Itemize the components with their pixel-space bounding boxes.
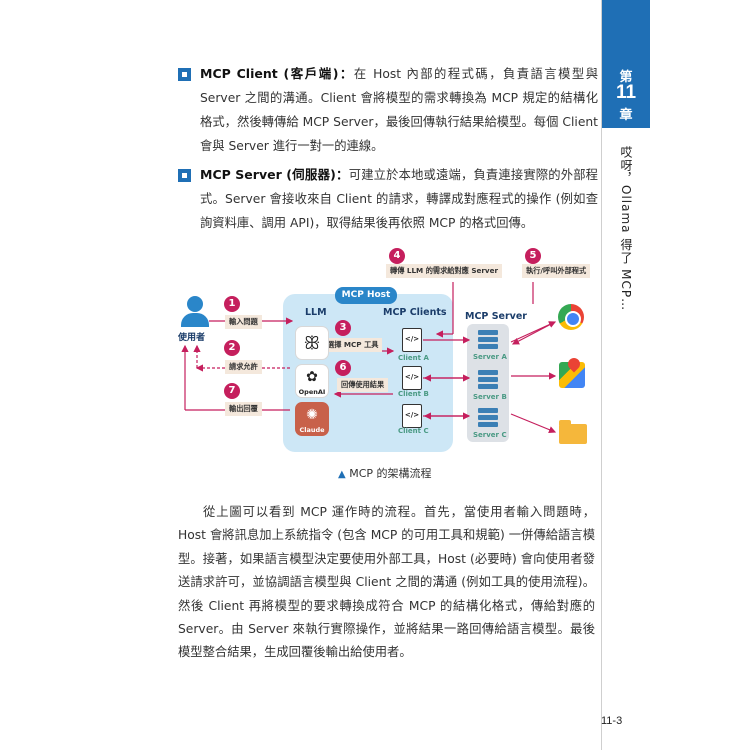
claude-model-icon: ✺ Claude — [295, 402, 329, 436]
mcp-host-label: MCP Host — [335, 287, 397, 304]
server-a-icon — [478, 330, 498, 350]
body-paragraph: 從上圖可以看到 MCP 運作時的流程。首先，當使用者輸入問題時，Host 會將訊… — [178, 505, 595, 660]
step-7-label: 輸出回覆 — [225, 402, 262, 416]
bullet-term: MCP Server (伺服器)： — [200, 167, 349, 182]
client-c-label: Client C — [398, 427, 429, 435]
step-4-label: 轉傳 LLM 的需求給對應 Server — [386, 264, 503, 278]
openai-model-icon: ✿ OpenAI — [295, 364, 329, 398]
client-b-label: Client B — [398, 390, 429, 398]
chapter-suffix: 章 — [619, 108, 633, 123]
server-b-label: Server B — [473, 393, 507, 401]
claude-label: Claude — [299, 426, 325, 434]
bullet-square-icon — [178, 68, 191, 81]
user-icon — [187, 296, 203, 312]
maps-g-glyph: G — [551, 360, 560, 372]
bullet-text: 可建立於本地或遠端，負責連接實際的外部程式。Server 會接收來自 Clien… — [200, 168, 598, 230]
chapter-tab: 第 11 章 — [602, 0, 650, 128]
mcp-clients-label: MCP Clients — [383, 307, 447, 318]
step-4-badge: 4 — [389, 248, 405, 264]
step-3-label: 選擇 MCP 工具 — [323, 338, 383, 352]
server-c-icon — [478, 408, 498, 428]
page-number: 11-3 — [601, 715, 623, 727]
server-c-label: Server C — [473, 431, 507, 439]
chapter-number: 11 — [615, 82, 637, 103]
mcp-server-label: MCP Server — [465, 311, 527, 322]
ollama-model-icon: ꕥ — [295, 326, 329, 360]
chrome-browser-icon — [558, 304, 584, 330]
user-body-icon — [181, 313, 209, 327]
bullet-mcp-client: MCP Client (客戶端)：在 Host 內部的程式碼，負責語言模型與 S… — [178, 62, 598, 158]
server-b-icon — [478, 370, 498, 390]
claude-burst-icon: ✺ — [306, 407, 318, 423]
step-3-badge: 3 — [335, 320, 351, 336]
bullet-text: 在 Host 內部的程式碼，負責語言模型與 Server 之間的溝通。Clien… — [200, 67, 598, 153]
step-6-label: 回傳使用結果 — [337, 378, 389, 392]
folder-icon — [559, 420, 587, 444]
step-2-label: 請求允許 — [225, 360, 262, 374]
step-5-label: 執行/呼叫外部程式 — [522, 264, 591, 278]
caption-text: MCP 的架構流程 — [349, 467, 432, 480]
server-a-label: Server A — [473, 353, 507, 361]
llm-label: LLM — [305, 307, 327, 318]
google-maps-icon — [559, 362, 585, 388]
bullet-square-icon — [178, 169, 191, 182]
openai-knot-icon: ✿ — [306, 369, 318, 385]
step-1-badge: 1 — [224, 296, 240, 312]
mcp-architecture-diagram: MCP Host LLM MCP Clients MCP Server — [175, 244, 615, 460]
client-a-label: Client A — [398, 354, 429, 362]
client-a-file-icon: </> — [402, 328, 422, 352]
llama-icon: ꕥ — [303, 333, 321, 354]
step-2-badge: 2 — [224, 340, 240, 356]
step-7-badge: 7 — [224, 383, 240, 399]
client-c-file-icon: </> — [402, 404, 422, 428]
step-1-label: 輸入問題 — [225, 315, 262, 329]
chapter-title: 哎呀，Ollama 得了 MCP… — [619, 146, 633, 312]
bullet-mcp-server: MCP Server (伺服器)：可建立於本地或遠端，負責連接實際的外部程式。S… — [178, 163, 598, 235]
openai-label: OpenAI — [298, 388, 326, 396]
step-6-badge: 6 — [335, 360, 351, 376]
step-5-badge: 5 — [525, 248, 541, 264]
chapter-prefix: 第 — [619, 70, 633, 85]
bullet-term: MCP Client (客戶端)： — [200, 66, 354, 81]
user-label: 使用者 — [178, 333, 206, 343]
caption-triangle-icon: ▲ — [338, 469, 346, 480]
figure-caption: ▲ MCP 的架構流程 — [338, 465, 432, 481]
client-b-file-icon: </> — [402, 366, 422, 390]
chapter-divider — [601, 0, 602, 750]
